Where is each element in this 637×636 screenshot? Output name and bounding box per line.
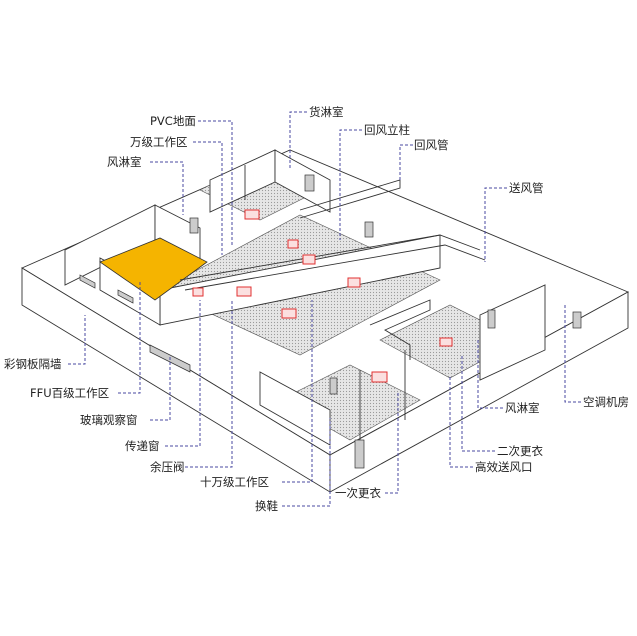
label-first-changing: 一次更衣 (335, 486, 381, 500)
label-hepa-outlet: 高效送风口 (475, 460, 533, 474)
hepa-outlets (192, 209, 453, 383)
label-shoe-change: 换鞋 (255, 499, 278, 513)
label-air-shower-left: 风淋室 (107, 155, 142, 169)
label-pvc-floor: PVC地面 (150, 114, 196, 128)
label-return-air-column: 回风立柱 (364, 123, 410, 137)
label-ffu-class100-zone: FFU百级工作区 (30, 386, 109, 400)
label-pass-box: 传递窗 (125, 439, 160, 453)
label-class100000-zone: 十万级工作区 (200, 475, 269, 489)
label-second-changing: 二次更衣 (497, 444, 543, 458)
label-color-steel-partition: 彩钢板隔墙 (4, 357, 62, 371)
label-ac-room: 空调机房 (583, 395, 629, 409)
label-pressure-relief-valve: 余压阀 (150, 460, 185, 474)
label-air-shower-right: 风淋室 (505, 401, 540, 415)
label-class10000-zone: 万级工作区 (130, 135, 188, 149)
label-glass-window: 玻璃观察窗 (80, 413, 138, 427)
air-ducts (179, 179, 486, 360)
labels: PVC地面 万级工作区 风淋室 货淋室 回风立柱 回风管 送风管 彩钢板隔墙 F… (4, 105, 629, 513)
leader-lines (68, 111, 581, 507)
ffu-class100-zone (99, 237, 208, 301)
label-return-air-duct: 回风管 (414, 138, 449, 152)
label-cargo-shower: 货淋室 (309, 105, 344, 119)
label-supply-air-duct: 送风管 (509, 181, 544, 195)
